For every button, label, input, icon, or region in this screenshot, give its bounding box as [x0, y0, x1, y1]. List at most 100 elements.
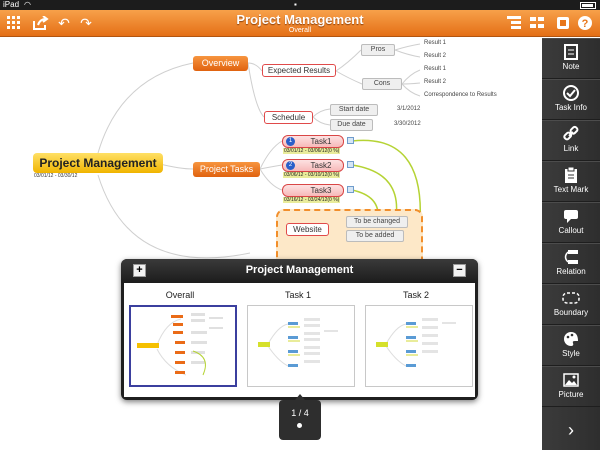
topic-expected-results[interactable]: Expected Results — [262, 64, 336, 77]
pros-label: Pros — [370, 46, 386, 53]
root-topic[interactable]: Project Management — [33, 153, 163, 173]
redo-icon[interactable]: ↷ — [80, 15, 92, 31]
topic-overview[interactable]: Overview — [193, 56, 248, 71]
popover-header: + Project Management − — [121, 259, 478, 283]
task-label: Task3 — [310, 186, 332, 195]
clipboard-icon — [562, 166, 580, 184]
link-icon — [562, 125, 580, 143]
topic-to-be-changed[interactable]: To be changed — [346, 216, 408, 228]
pros-result-1[interactable]: Result 1 — [424, 40, 447, 46]
task-label: Task2 — [310, 161, 332, 170]
topic-project-tasks[interactable]: Project Tasks — [193, 162, 260, 177]
task-label: Task1 — [310, 137, 332, 146]
topic-task3[interactable]: Task3 — [282, 184, 344, 197]
topic-cons[interactable]: Cons — [362, 78, 402, 90]
picture-button[interactable]: Picture — [542, 366, 600, 407]
link-button[interactable]: Link — [542, 120, 600, 161]
sheet-thumbnail — [129, 305, 237, 387]
sheet-name: Overall — [165, 290, 195, 300]
sheet-subtitle: Overall — [288, 27, 312, 34]
share-icon[interactable] — [31, 13, 51, 33]
page-indicator[interactable]: 1 / 4 — [279, 394, 321, 440]
note-button[interactable]: Note — [542, 38, 600, 79]
text-mark-label: Text Mark — [553, 185, 589, 194]
svg-text:?: ? — [582, 18, 589, 30]
boundary-label: Boundary — [553, 308, 589, 317]
root-dates: 03/01/12 - 03/30/12 — [34, 173, 78, 179]
topic-connectors — [97, 43, 422, 259]
sheet-list: Overall Task 1 — [124, 283, 475, 397]
start-date-value[interactable]: 3/1/2012 — [397, 106, 421, 112]
callout-button[interactable]: Callout — [542, 202, 600, 243]
relation-icon — [562, 248, 580, 266]
sheet-overall[interactable]: Overall — [124, 283, 237, 397]
sheet-thumbnail — [365, 305, 473, 387]
topic-pros[interactable]: Pros — [361, 44, 395, 56]
sheet-name: Task 2 — [402, 290, 429, 300]
task-info-label: Task Info — [554, 103, 587, 112]
help-icon[interactable]: ? — [575, 13, 595, 33]
note-label: Note — [562, 62, 580, 71]
checkmark-icon — [562, 84, 580, 102]
note-icon[interactable] — [347, 161, 354, 168]
picture-label: Picture — [558, 390, 584, 399]
due-date-value[interactable]: 3/30/2012 — [394, 121, 421, 127]
task-info-button[interactable]: Task Info — [542, 79, 600, 120]
library-icon[interactable] — [553, 13, 573, 33]
cons-label: Cons — [373, 80, 391, 87]
document-title: Project Management — [236, 12, 364, 27]
outline-icon[interactable] — [504, 13, 524, 33]
add-sheet-button[interactable]: + — [133, 264, 146, 277]
topic-schedule[interactable]: Schedule — [264, 111, 313, 124]
callout-icon — [562, 207, 580, 225]
boundary-icon — [562, 289, 580, 307]
topic-due-date[interactable]: Due date — [330, 119, 373, 131]
topic-to-be-added[interactable]: To be added — [346, 230, 404, 242]
palette-icon — [562, 330, 580, 348]
carrier-label: iPad — [3, 0, 20, 9]
note-icon[interactable] — [347, 186, 354, 193]
task1-dates: 03/01/12 - 03/06/12(0 %) — [283, 148, 341, 154]
insert-panel: Note Task Info Link Text Mark Callout Re… — [542, 38, 600, 450]
style-button[interactable]: Style — [542, 325, 600, 366]
cons-result-1[interactable]: Result 1 — [424, 66, 447, 72]
chevron-right-icon[interactable]: › — [568, 420, 574, 440]
task-priority-icon: 2 — [286, 161, 295, 170]
toolbar: ↶ ↷ Project Management Overall ? — [0, 10, 600, 37]
picture-icon — [562, 371, 580, 389]
sheet-task2[interactable]: Task 2 — [360, 283, 473, 397]
lock-icon: ▪ — [294, 0, 297, 9]
page-count: 1 / 4 — [291, 408, 309, 418]
relation-button[interactable]: Relation — [542, 243, 600, 284]
sheets-popover: + Project Management − Overall Task 1 — [121, 259, 478, 400]
cons-result-2[interactable]: Result 2 — [424, 79, 447, 85]
sheet-name: Task 1 — [284, 290, 311, 300]
battery-icon — [580, 2, 596, 9]
sheets-icon[interactable] — [527, 13, 547, 33]
task-priority-icon: 1 — [286, 137, 295, 146]
text-mark-button[interactable]: Text Mark — [542, 161, 600, 202]
grid-icon[interactable] — [4, 13, 24, 33]
note-icon — [562, 43, 580, 61]
status-bar: iPad ◠ ▪ — [0, 0, 600, 10]
remove-sheet-button[interactable]: − — [453, 264, 466, 277]
cons-result-3[interactable]: Correspondence to Results — [424, 92, 497, 98]
popover-title: Project Management — [245, 264, 354, 276]
link-label: Link — [563, 144, 579, 153]
sheet-task1[interactable]: Task 1 — [242, 283, 355, 397]
note-icon[interactable] — [347, 137, 354, 144]
topic-task1[interactable]: 1 Task1 — [282, 135, 344, 148]
callout-label: Callout — [558, 226, 584, 235]
relation-label: Relation — [556, 267, 586, 276]
style-label: Style — [562, 349, 580, 358]
page-dot — [297, 423, 302, 428]
task3-dates: 03/16/12 - 03/24/12(0 %) — [283, 197, 341, 203]
task2-dates: 03/06/12 - 03/10/12(0 %) — [283, 172, 341, 178]
pros-result-2[interactable]: Result 2 — [424, 53, 447, 59]
topic-task2[interactable]: 2 Task2 — [282, 159, 344, 172]
undo-icon[interactable]: ↶ — [58, 15, 70, 31]
boundary-button[interactable]: Boundary — [542, 284, 600, 325]
wifi-icon: ◠ — [24, 0, 31, 9]
topic-start-date[interactable]: Start date — [330, 104, 378, 116]
topic-website[interactable]: Website — [286, 223, 329, 236]
